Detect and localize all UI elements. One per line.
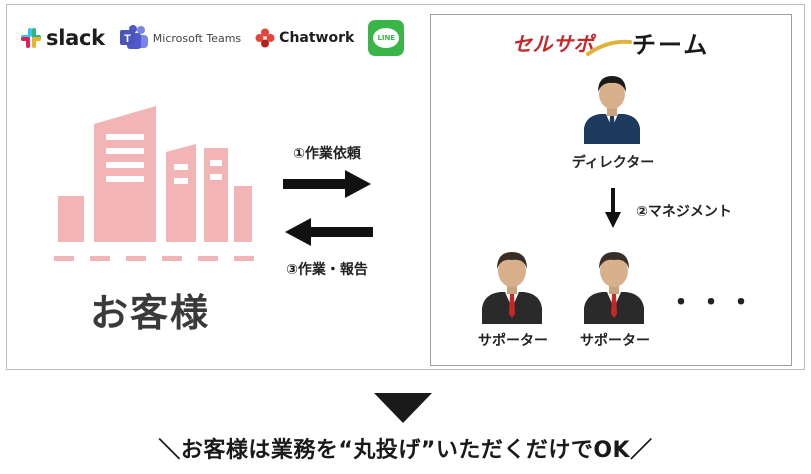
supporter-1-label: サポーター — [478, 333, 548, 349]
team-box — [430, 14, 792, 366]
teams-label: Microsoft Teams — [152, 31, 242, 45]
customer-label: お客様 — [89, 291, 210, 335]
right-arrow-icon — [283, 170, 371, 198]
line-label: LINE — [377, 34, 396, 42]
teams-logo: T Microsoft Teams — [119, 25, 241, 51]
more-members-ellipsis: ・・・ — [668, 288, 759, 318]
slack-logo: slack — [20, 26, 105, 50]
teams-icon: T — [119, 25, 148, 49]
swoosh-icon — [586, 39, 632, 56]
line-logo: LINE — [368, 20, 405, 56]
team-word: チーム — [632, 30, 710, 59]
chatwork-logo: Chatwork — [255, 28, 354, 48]
cellsupo-brand: セルサポ — [512, 31, 594, 56]
management-label: ②マネジメント — [636, 204, 732, 220]
down-arrow-icon — [605, 188, 621, 228]
director-label: ディレクター — [571, 155, 655, 171]
slack-icon — [21, 28, 41, 48]
left-arrow-icon — [285, 218, 373, 246]
chat-tools-logos: slack T Microsoft Teams Chatwork LINE — [20, 18, 418, 58]
down-triangle-icon — [374, 393, 432, 423]
conclusion-text: ＼お客様は業務を“丸投げ”いただくだけでOK／ — [158, 438, 653, 463]
slack-label: slack — [46, 26, 105, 50]
supporter-avatar-icon — [482, 252, 542, 324]
line-icon: LINE — [373, 28, 400, 48]
building-icon — [54, 106, 254, 261]
team-title: セルサポ チーム — [512, 22, 709, 62]
chatwork-icon — [255, 28, 275, 48]
supporter-2-label: サポーター — [580, 333, 650, 349]
supporter-avatar-icon — [584, 252, 644, 324]
report-label: ③作業・報告 — [286, 262, 368, 278]
chatwork-label: Chatwork — [279, 30, 355, 46]
diagram-frame — [6, 4, 805, 370]
director-avatar-icon — [584, 76, 640, 144]
request-label: ①作業依頼 — [293, 146, 361, 162]
svg-text:T: T — [124, 33, 131, 45]
